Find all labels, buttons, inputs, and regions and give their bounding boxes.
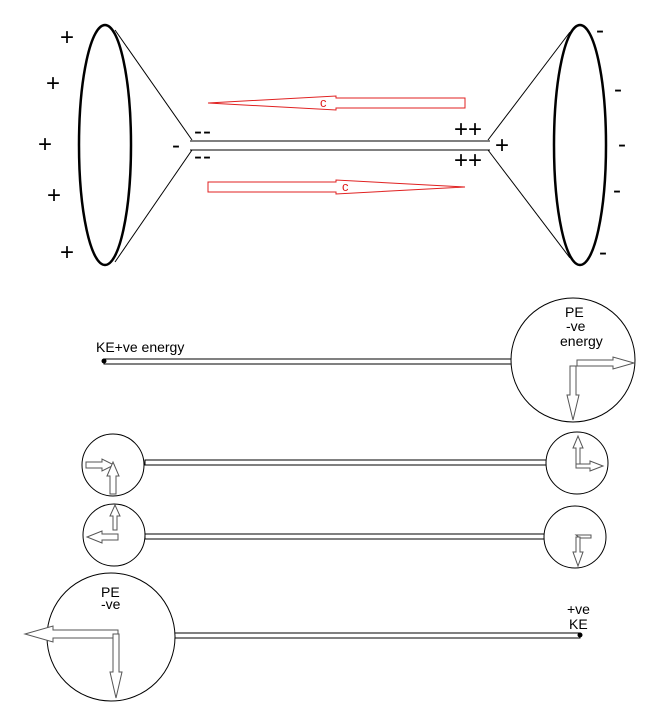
row3-left-arrow-up <box>109 503 121 531</box>
left-wire-sign: - <box>172 132 180 159</box>
right-plate-sign-3: - <box>618 131 626 158</box>
row2-right-arrow-up <box>572 434 584 465</box>
row1-pe-label: PE <box>565 304 584 320</box>
right-plate <box>552 23 608 267</box>
right-cone-bottom-line <box>487 149 571 259</box>
row4-pe-sign: -ve <box>101 596 121 612</box>
wave-arrow-right <box>207 179 466 195</box>
right-plate-sign-5: - <box>599 239 607 266</box>
right-plate-sign-4: - <box>613 177 621 204</box>
row1-pe-circle <box>510 297 636 423</box>
right-wire-sign: + <box>495 132 509 159</box>
row1-pe-sign: -ve <box>566 318 586 334</box>
right-cone-top-line <box>487 31 571 141</box>
left-plate <box>77 23 133 267</box>
row4-ke-sign: +ve <box>567 601 590 617</box>
row-2 <box>81 431 609 497</box>
wave-arrow-left <box>207 95 466 111</box>
row-4: PE -ve +ve KE <box>23 572 590 702</box>
left-wire-charge-top: -- <box>194 118 212 145</box>
wave-arrow-right-label: c <box>342 179 349 194</box>
right-wire-charge-bottom: ++ <box>454 147 482 174</box>
left-plate-sign-5: + <box>60 239 74 266</box>
left-plate-sign-1: + <box>60 24 74 51</box>
right-wire-charge-top: ++ <box>454 116 482 143</box>
right-plate-sign-2: - <box>614 76 622 103</box>
row4-ke-label: KE <box>569 616 588 632</box>
row1-rod <box>103 358 523 365</box>
row-1: KE+ve energy PE -ve energy <box>96 297 636 423</box>
row3-rod <box>144 533 551 540</box>
row-3 <box>82 503 607 569</box>
row2-right-arrow-right <box>575 460 605 472</box>
left-cone-bottom-line <box>114 149 193 263</box>
row1-ke-label: KE+ve energy <box>96 339 184 355</box>
row2-rod <box>144 459 551 466</box>
row1-arrow-down <box>566 365 580 421</box>
capacitor-diagram: + + + + + - - - - - - -- -- ++ ++ + c c <box>38 17 626 267</box>
row4-pe-label: PE <box>101 584 120 600</box>
row4-rod <box>169 632 581 639</box>
right-plate-sign-1: - <box>596 17 604 44</box>
left-plate-sign-2: + <box>46 70 60 97</box>
row2-left-arrow-up <box>106 460 120 495</box>
row4-arrow-left <box>23 625 119 643</box>
left-cone-top-line <box>114 29 193 141</box>
row3-left-arrow-left <box>85 530 119 544</box>
wave-arrow-left-label: c <box>320 95 327 110</box>
row1-pe-energy: energy <box>560 333 603 349</box>
row4-arrow-down <box>109 633 123 699</box>
left-wire-charge-bottom: -- <box>194 143 212 170</box>
left-plate-sign-3: + <box>38 131 52 158</box>
row4-endpoint-dot <box>577 632 583 638</box>
row3-right-arrow-down <box>572 536 584 568</box>
row2-left-arrow-right <box>85 458 116 472</box>
row1-endpoint-dot <box>101 358 107 364</box>
row3-right-circle <box>543 505 607 569</box>
left-plate-sign-4: + <box>47 182 61 209</box>
row1-arrow-right <box>576 356 636 370</box>
